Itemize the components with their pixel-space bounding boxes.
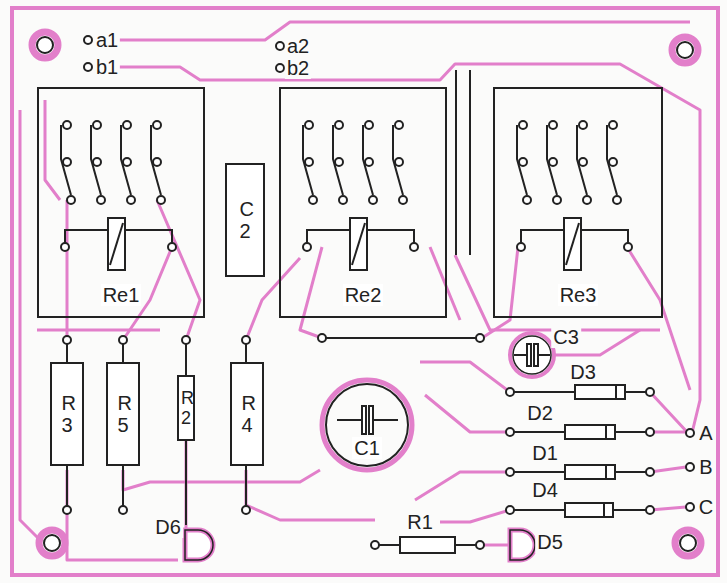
relay-box: Re1 xyxy=(37,87,205,318)
part-label: R1 xyxy=(405,511,435,533)
capacitor-circle: C1 xyxy=(319,377,415,473)
resistor-symbol: R 5 xyxy=(106,362,140,466)
part-label: C3 xyxy=(551,326,581,348)
part-label: D3 xyxy=(568,361,598,383)
resistor-symbol: R 2 xyxy=(177,375,195,441)
resistor-symbol: R 3 xyxy=(50,362,84,466)
part-label: R 3 xyxy=(61,392,72,436)
part-label: C xyxy=(697,496,715,518)
part-label: A xyxy=(697,422,714,444)
part-label: D2 xyxy=(525,402,555,424)
part-label: B xyxy=(697,456,714,478)
part-label: Re3 xyxy=(558,284,599,306)
part-label: b2 xyxy=(285,57,311,79)
resistor-symbol: R 4 xyxy=(230,362,264,466)
part-label: R 2 xyxy=(181,388,191,428)
part-label: R 5 xyxy=(117,392,128,436)
part-label: C 2 xyxy=(239,198,250,242)
part-label: D5 xyxy=(535,531,565,553)
part-label: C1 xyxy=(352,437,382,459)
part-label: Re1 xyxy=(101,284,142,306)
part-label: b1 xyxy=(94,56,120,78)
part-label: D6 xyxy=(153,516,183,538)
part-label: D4 xyxy=(530,479,560,501)
part-label: a1 xyxy=(94,29,120,51)
relay-box: Re2 xyxy=(279,87,447,318)
part-label: a2 xyxy=(285,35,311,57)
part-label: Re2 xyxy=(343,284,384,306)
capacitor-box: C 2 xyxy=(225,163,265,277)
part-label: D1 xyxy=(530,442,560,464)
part-label: R 4 xyxy=(241,392,252,436)
relay-box: Re3 xyxy=(493,87,663,318)
